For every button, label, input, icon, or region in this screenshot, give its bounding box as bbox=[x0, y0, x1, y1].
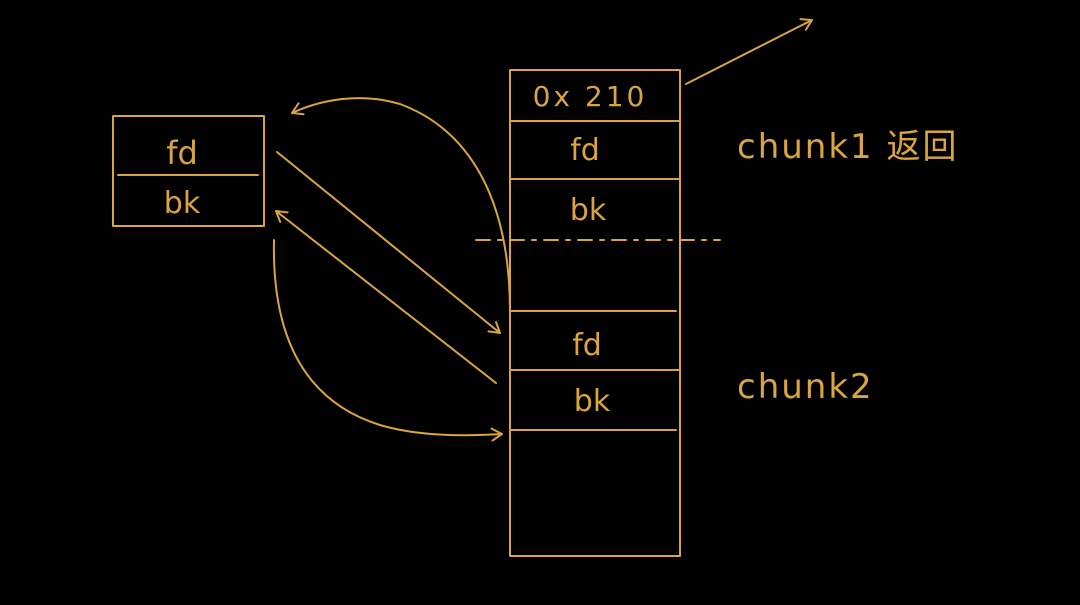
free-node-outline bbox=[112, 115, 265, 227]
chunk2-annotation: chunk2 bbox=[737, 367, 874, 407]
chunk1-fd-label: fd bbox=[570, 133, 600, 168]
memory-column: 0x 210 fd bk fd bk bbox=[475, 69, 721, 557]
chunk1-annotation: chunk1 返回 bbox=[737, 127, 958, 167]
free-fd-to-chunk2-arrow bbox=[276, 151, 501, 334]
chunk2-bk-to-free-node-arrow bbox=[275, 210, 497, 384]
free-bk-to-chunk2-arc-arrow bbox=[272, 239, 503, 442]
free-node-box: fd bk bbox=[112, 115, 265, 227]
chunk1-bk-label: bk bbox=[570, 193, 607, 228]
returned-pointer-arrow bbox=[685, 18, 813, 85]
chunk1-to-free-node-arc-arrow bbox=[291, 97, 511, 313]
chunk2-bk-label: bk bbox=[574, 384, 611, 419]
free-node-bk-label: bk bbox=[164, 186, 201, 221]
free-node-fd-label: fd bbox=[166, 134, 198, 172]
chunk2-fd-label: fd bbox=[572, 328, 602, 363]
header-size-label: 0x 210 bbox=[533, 80, 648, 113]
